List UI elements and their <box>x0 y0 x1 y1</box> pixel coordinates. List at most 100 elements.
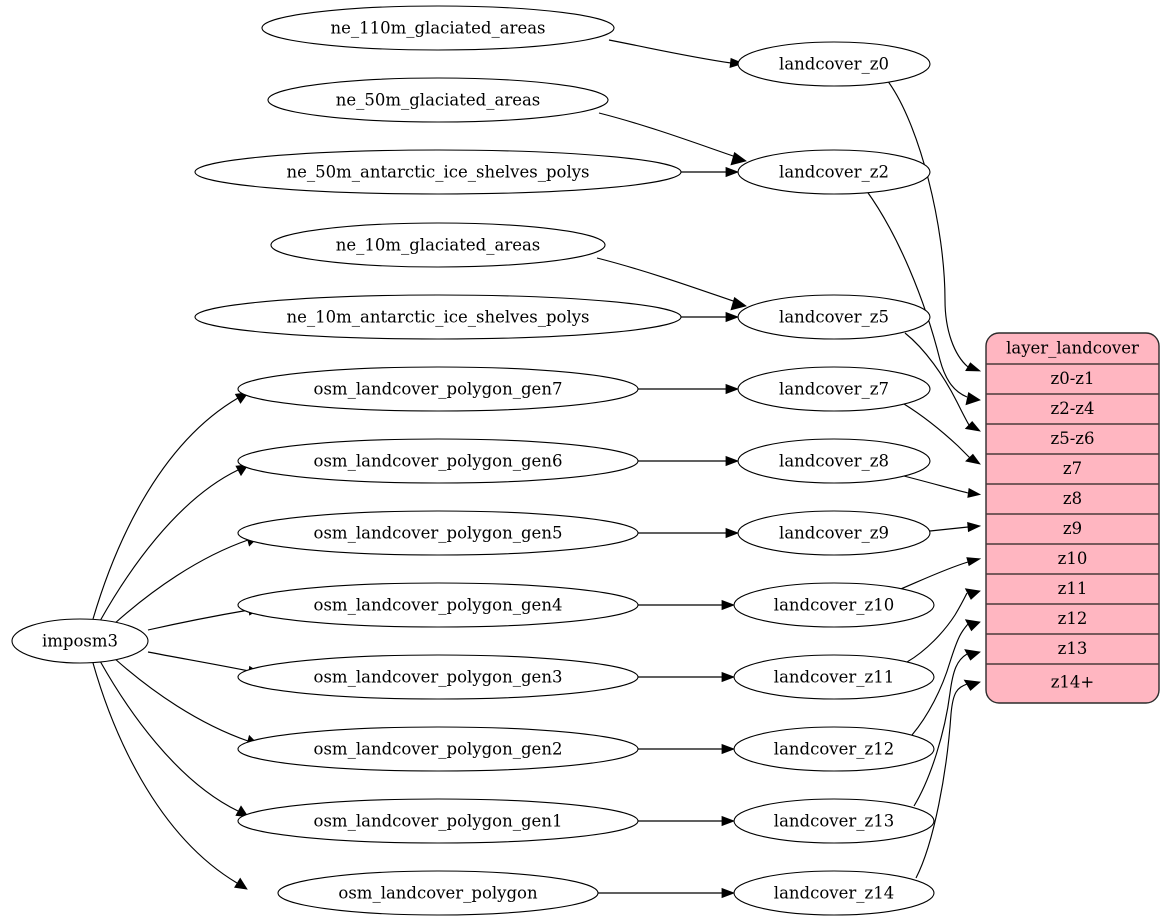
node-landcover-z7[interactable]: landcover_z7 <box>737 366 931 412</box>
layer-landcover-table[interactable]: layer_landcover z0-z1 z2-z4 z5-z6 z7 z8 … <box>985 332 1160 704</box>
node-ellipse <box>733 582 935 628</box>
node-label: landcover_z7 <box>779 380 889 399</box>
table-background <box>985 332 1160 704</box>
node-osm-landcover-polygon[interactable]: osm_landcover_polygon <box>277 870 599 916</box>
edge-z11-to-row-z11 <box>906 588 981 663</box>
node-ellipse <box>733 654 935 700</box>
node-ellipse <box>737 438 931 484</box>
node-osm-landcover-polygon-gen7[interactable]: osm_landcover_polygon_gen7 <box>237 366 639 412</box>
edge-z14-to-row-z14plus <box>915 679 981 879</box>
edge-gen1-to-z13 <box>638 815 736 827</box>
node-ellipse <box>237 366 639 412</box>
node-label: landcover_z14 <box>774 884 894 903</box>
node-label: landcover_z9 <box>779 524 889 543</box>
edge-z13-to-row-z13 <box>913 649 981 807</box>
node-ellipse <box>237 582 639 628</box>
node-landcover-z8[interactable]: landcover_z8 <box>737 438 931 484</box>
node-ellipse <box>733 798 935 844</box>
node-osm-landcover-polygon-gen4[interactable]: osm_landcover_polygon_gen4 <box>237 582 639 628</box>
node-ellipse <box>270 222 606 268</box>
node-label: landcover_z13 <box>774 812 894 831</box>
table-row-z14-plus[interactable]: z14+ <box>1051 673 1095 692</box>
node-ne-50m-antarctic-ice-shelves-polys[interactable]: ne_50m_antarctic_ice_shelves_polys <box>194 149 682 195</box>
edge-z0-to-row-z0z1 <box>886 79 982 372</box>
node-ellipse <box>733 870 935 916</box>
edge-imposm3-to-gen1 <box>99 660 249 818</box>
table-row-z5-z6[interactable]: z5-z6 <box>1051 429 1095 448</box>
node-label: landcover_z12 <box>774 740 894 759</box>
edge-ne10mglac-to-z5 <box>596 257 747 311</box>
table-row-z11[interactable]: z11 <box>1058 579 1088 598</box>
node-landcover-z13[interactable]: landcover_z13 <box>733 798 935 844</box>
node-label: landcover_z2 <box>779 163 889 182</box>
edge-z9-to-row-z9 <box>929 521 982 533</box>
node-ellipse <box>737 366 931 412</box>
edge-gen3-to-z11 <box>638 671 736 683</box>
edge-imposm3-to-gen6 <box>99 464 249 622</box>
node-ellipse <box>237 798 639 844</box>
edge-ne110m-to-z0 <box>608 39 745 69</box>
node-label: osm_landcover_polygon_gen7 <box>314 380 563 399</box>
table-row-z10[interactable]: z10 <box>1058 549 1088 568</box>
node-ne-10m-antarctic-ice-shelves-polys[interactable]: ne_10m_antarctic_ice_shelves_polys <box>194 294 682 340</box>
node-landcover-z9[interactable]: landcover_z9 <box>737 510 931 556</box>
edge-imposm3-to-polygon <box>92 662 248 890</box>
edge-z7-to-row-z7 <box>903 403 981 465</box>
edge-ne50mant-to-z2 <box>681 166 740 178</box>
node-label: ne_110m_glaciated_areas <box>330 19 545 38</box>
node-label: osm_landcover_polygon_gen2 <box>314 740 563 759</box>
edge-gen4-to-z10 <box>638 599 736 611</box>
node-ne-50m-glaciated-areas[interactable]: ne_50m_glaciated_areas <box>267 77 609 123</box>
node-label: osm_landcover_polygon_gen1 <box>314 812 563 831</box>
node-landcover-z0[interactable]: landcover_z0 <box>737 41 931 87</box>
table-row-z8[interactable]: z8 <box>1063 489 1082 508</box>
node-osm-landcover-polygon-gen5[interactable]: osm_landcover_polygon_gen5 <box>237 510 639 556</box>
node-landcover-z2[interactable]: landcover_z2 <box>737 149 931 195</box>
node-ellipse <box>277 870 599 916</box>
node-label: landcover_z10 <box>774 596 894 615</box>
node-osm-landcover-polygon-gen6[interactable]: osm_landcover_polygon_gen6 <box>237 438 639 484</box>
node-landcover-z5[interactable]: landcover_z5 <box>737 294 931 340</box>
node-landcover-z11[interactable]: landcover_z11 <box>733 654 935 700</box>
edge-gen6-to-z8 <box>638 455 740 467</box>
nodes-layer: imposm3 ne_110m_glaciated_areas ne_50m_g… <box>11 5 935 916</box>
node-label: landcover_z0 <box>779 55 889 74</box>
node-label: ne_10m_glaciated_areas <box>336 236 541 255</box>
edge-imposm3-to-gen7 <box>92 392 249 620</box>
node-label: osm_landcover_polygon_gen3 <box>314 668 563 687</box>
node-ne-10m-glaciated-areas[interactable]: ne_10m_glaciated_areas <box>270 222 606 268</box>
node-ellipse <box>737 294 931 340</box>
table-row-z0-z1[interactable]: z0-z1 <box>1051 369 1095 388</box>
edge-z2-to-row-z2z4 <box>865 189 981 406</box>
table-row-z2-z4[interactable]: z2-z4 <box>1051 399 1095 418</box>
node-imposm3[interactable]: imposm3 <box>11 618 149 664</box>
edge-ne10mant-to-z5 <box>681 311 740 323</box>
node-ellipse <box>737 41 931 87</box>
node-ellipse <box>737 149 931 195</box>
edge-z12-to-row-z12 <box>911 619 981 736</box>
node-ne-110m-glaciated-areas[interactable]: ne_110m_glaciated_areas <box>261 5 615 51</box>
node-label: ne_10m_antarctic_ice_shelves_polys <box>286 308 589 327</box>
edge-imposm3-to-gen2 <box>113 657 259 747</box>
node-ellipse <box>737 510 931 556</box>
node-ellipse <box>237 654 639 700</box>
table-header-label: layer_landcover <box>1006 339 1139 358</box>
node-osm-landcover-polygon-gen2[interactable]: osm_landcover_polygon_gen2 <box>237 726 639 772</box>
table-row-z9[interactable]: z9 <box>1063 519 1082 538</box>
table-row-z13[interactable]: z13 <box>1058 639 1088 658</box>
edge-polygon-to-z14 <box>598 887 736 899</box>
edge-imposm3-to-gen5 <box>113 535 259 625</box>
node-osm-landcover-polygon-gen1[interactable]: osm_landcover_polygon_gen1 <box>237 798 639 844</box>
node-landcover-z12[interactable]: landcover_z12 <box>733 726 935 772</box>
table-row-z12[interactable]: z12 <box>1058 609 1088 628</box>
node-label: osm_landcover_polygon_gen4 <box>314 596 563 615</box>
node-ellipse <box>267 77 609 123</box>
node-label: ne_50m_glaciated_areas <box>336 91 541 110</box>
node-label: landcover_z11 <box>774 668 894 687</box>
node-label: landcover_z8 <box>779 452 889 471</box>
table-row-z7[interactable]: z7 <box>1063 459 1082 478</box>
node-landcover-z14[interactable]: landcover_z14 <box>733 870 935 916</box>
node-landcover-z10[interactable]: landcover_z10 <box>733 582 935 628</box>
node-label-imposm3: imposm3 <box>42 632 118 651</box>
node-osm-landcover-polygon-gen3[interactable]: osm_landcover_polygon_gen3 <box>237 654 639 700</box>
